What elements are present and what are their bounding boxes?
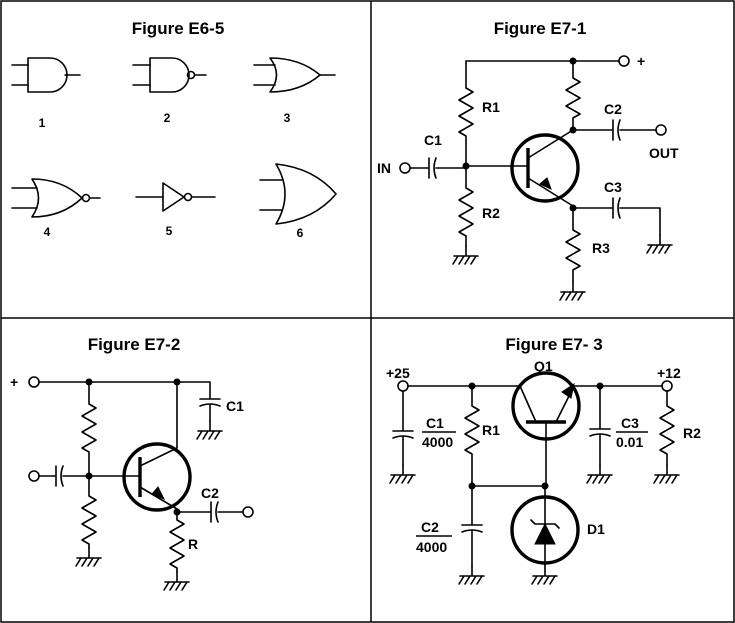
capacitor-c1 bbox=[428, 157, 437, 179]
gate-number-4: 4 bbox=[44, 225, 51, 239]
ground-symbol bbox=[646, 234, 673, 254]
not-gate bbox=[135, 182, 216, 212]
d1-label: D1 bbox=[587, 521, 605, 537]
capacitor-c3 bbox=[612, 197, 621, 219]
ground-symbol bbox=[452, 245, 479, 265]
output-terminal bbox=[661, 380, 673, 392]
or-gate bbox=[253, 57, 336, 93]
figure-e6-5-title: Figure E6-5 bbox=[132, 19, 225, 38]
c1-label: C1 bbox=[426, 415, 444, 431]
ground-symbol bbox=[163, 571, 190, 591]
r1-label: R1 bbox=[482, 422, 500, 438]
capacitor-c1 bbox=[199, 398, 221, 407]
supply-terminal bbox=[618, 55, 630, 67]
gate-number-1: 1 bbox=[39, 116, 46, 130]
nor-gate bbox=[11, 178, 101, 218]
zener-diode-d1 bbox=[510, 485, 580, 567]
ground-symbol bbox=[586, 464, 613, 484]
ground-symbol bbox=[458, 565, 485, 585]
panel-figure-e6-5: Figure E6-5 1 2 3 4 bbox=[11, 19, 337, 240]
resistor-r1 bbox=[464, 385, 480, 487]
resistor-r1 bbox=[458, 60, 474, 167]
c3-value: 0.01 bbox=[616, 434, 643, 450]
supply-plus-label: + bbox=[10, 374, 18, 390]
transistor bbox=[122, 381, 192, 512]
capacitor-c2 bbox=[612, 119, 621, 141]
c2-label: C2 bbox=[201, 485, 219, 501]
input-terminal bbox=[28, 470, 40, 482]
ground-symbol bbox=[653, 464, 680, 484]
resistor-r2 bbox=[458, 165, 474, 247]
gate-number-2: 2 bbox=[164, 111, 171, 125]
capacitor-c2 bbox=[461, 524, 483, 533]
r2-label: R2 bbox=[482, 205, 500, 221]
figure-e7-1-title: Figure E7-1 bbox=[494, 19, 587, 38]
input-terminal bbox=[397, 380, 409, 392]
c1-label: C1 bbox=[226, 398, 244, 414]
c2-label: C2 bbox=[421, 519, 439, 535]
r2-label: R2 bbox=[683, 425, 701, 441]
output-terminal bbox=[242, 506, 254, 518]
large-or-gate bbox=[259, 163, 337, 225]
resistor-r2 bbox=[659, 390, 675, 466]
bias-resistor-lower bbox=[81, 475, 97, 549]
nand-gate bbox=[132, 57, 207, 93]
ground-symbol bbox=[389, 464, 416, 484]
gate-number-6: 6 bbox=[297, 226, 304, 240]
gate-number-5: 5 bbox=[166, 224, 173, 238]
c2-label: C2 bbox=[604, 101, 622, 117]
transistor bbox=[510, 129, 580, 207]
input-terminal bbox=[399, 162, 411, 174]
q1-label: Q1 bbox=[534, 358, 553, 374]
capacitor-c3 bbox=[589, 428, 611, 437]
panel-figure-e7-3: Figure E7- 3 +25 C1 4000 R1 C2 4000 bbox=[386, 335, 701, 585]
r3-label: R3 bbox=[592, 240, 610, 256]
resistor-r3 bbox=[565, 205, 581, 283]
ground-symbol bbox=[75, 547, 102, 567]
figure-e7-2-title: Figure E7-2 bbox=[88, 335, 181, 354]
c2-value: 4000 bbox=[416, 539, 447, 555]
v-in-label: +25 bbox=[386, 365, 410, 381]
gate-number-3: 3 bbox=[284, 111, 291, 125]
input-capacitor bbox=[55, 465, 64, 487]
panel-figure-e7-1: Figure E7-1 + R1 R2 IN C1 bbox=[377, 19, 679, 301]
v-out-label: +12 bbox=[657, 365, 681, 381]
resistor-r bbox=[169, 508, 185, 573]
and-gate bbox=[11, 57, 81, 93]
panel-figure-e7-2: Figure E7-2 + C1 bbox=[10, 335, 254, 591]
r-label: R bbox=[188, 536, 198, 552]
ground-symbol bbox=[531, 565, 558, 585]
ground-symbol bbox=[559, 281, 586, 301]
c1-value: 4000 bbox=[422, 434, 453, 450]
supply-plus-label: + bbox=[637, 53, 645, 69]
c1-label: C1 bbox=[424, 132, 442, 148]
collector-resistor bbox=[565, 60, 581, 131]
figure-e7-3-title: Figure E7- 3 bbox=[505, 335, 602, 354]
capacitor-c1 bbox=[392, 430, 414, 439]
capacitor-c2 bbox=[210, 501, 219, 523]
bias-resistor-upper bbox=[81, 381, 97, 477]
c3-label: C3 bbox=[604, 179, 622, 195]
out-label: OUT bbox=[649, 145, 679, 161]
supply-terminal bbox=[28, 376, 40, 388]
r1-label: R1 bbox=[482, 99, 500, 115]
c3-label: C3 bbox=[621, 415, 639, 431]
in-label: IN bbox=[377, 160, 391, 176]
transistor-q1 bbox=[511, 371, 581, 487]
ground-symbol bbox=[196, 420, 223, 440]
output-terminal bbox=[655, 124, 667, 136]
